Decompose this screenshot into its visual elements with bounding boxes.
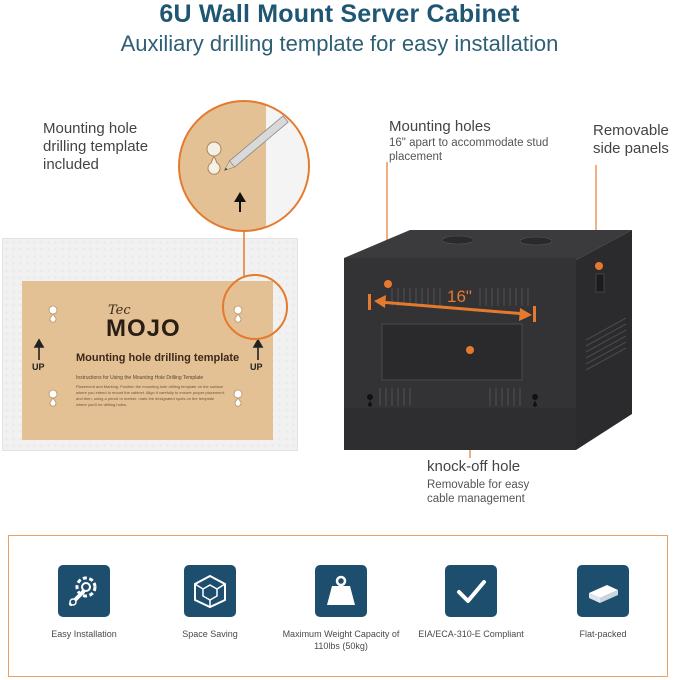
keyhole-slot [48, 389, 58, 407]
sheet-title: Mounting hole drilling template [76, 352, 240, 364]
sheet-body: Placement and Marking: Position the moun… [76, 384, 225, 407]
server-cabinet [344, 230, 632, 450]
features-panel: Easy Installation Space Saving Maximum W… [8, 535, 668, 677]
keyhole-slots [33, 305, 264, 407]
wrench-gear-icon [58, 565, 110, 617]
feature-flat-packed: Flat-packed [543, 565, 663, 641]
dimension-label: 16" [447, 287, 472, 306]
page-title: 6U Wall Mount Server Cabinet [159, 0, 520, 28]
sheet-subtitle: Instructions for Using the Mounting Hole… [76, 375, 204, 381]
knock-callout-title: knock-off hole [427, 458, 521, 475]
holes-callout-desc: 16" apart to accommodate stud placement [389, 137, 549, 163]
up-label-right: UP [250, 362, 263, 372]
keyhole-slot [233, 389, 243, 407]
checkmark-icon [445, 565, 497, 617]
feature-label: Space Saving [182, 629, 238, 639]
feature-label: EIA/ECA-310-E Compliant [418, 629, 524, 639]
feature-max-weight: Maximum Weight Capacity of 110lbs (50kg) [281, 565, 401, 652]
template-sheet [22, 281, 273, 440]
panels-callout: Removable side panels [593, 122, 669, 157]
cube-icon [184, 565, 236, 617]
feature-label: Maximum Weight Capacity of 110lbs (50kg) [282, 629, 400, 651]
weight-icon [315, 565, 367, 617]
feature-label: Easy Installation [51, 629, 117, 639]
keyhole-slot [48, 305, 58, 323]
up-label-left: UP [32, 362, 45, 372]
box-icon [577, 565, 629, 617]
holes-callout-title: Mounting holes [389, 118, 491, 135]
keyhole-slot [233, 305, 243, 323]
feature-easy-installation: Easy Installation [24, 565, 144, 641]
feature-label: Flat-packed [579, 629, 627, 639]
feature-space-saving: Space Saving [150, 565, 270, 641]
page-subtitle: Auxiliary drilling template for easy ins… [120, 31, 559, 56]
knock-callout-desc: Removable for easy cable management [427, 479, 530, 505]
feature-compliant: EIA/ECA-310-E Compliant [411, 565, 531, 641]
brand-logo: MOJO [106, 315, 181, 342]
template-callout: Mounting hole drilling template included [43, 120, 149, 173]
brand-prefix: Tec [108, 303, 131, 318]
